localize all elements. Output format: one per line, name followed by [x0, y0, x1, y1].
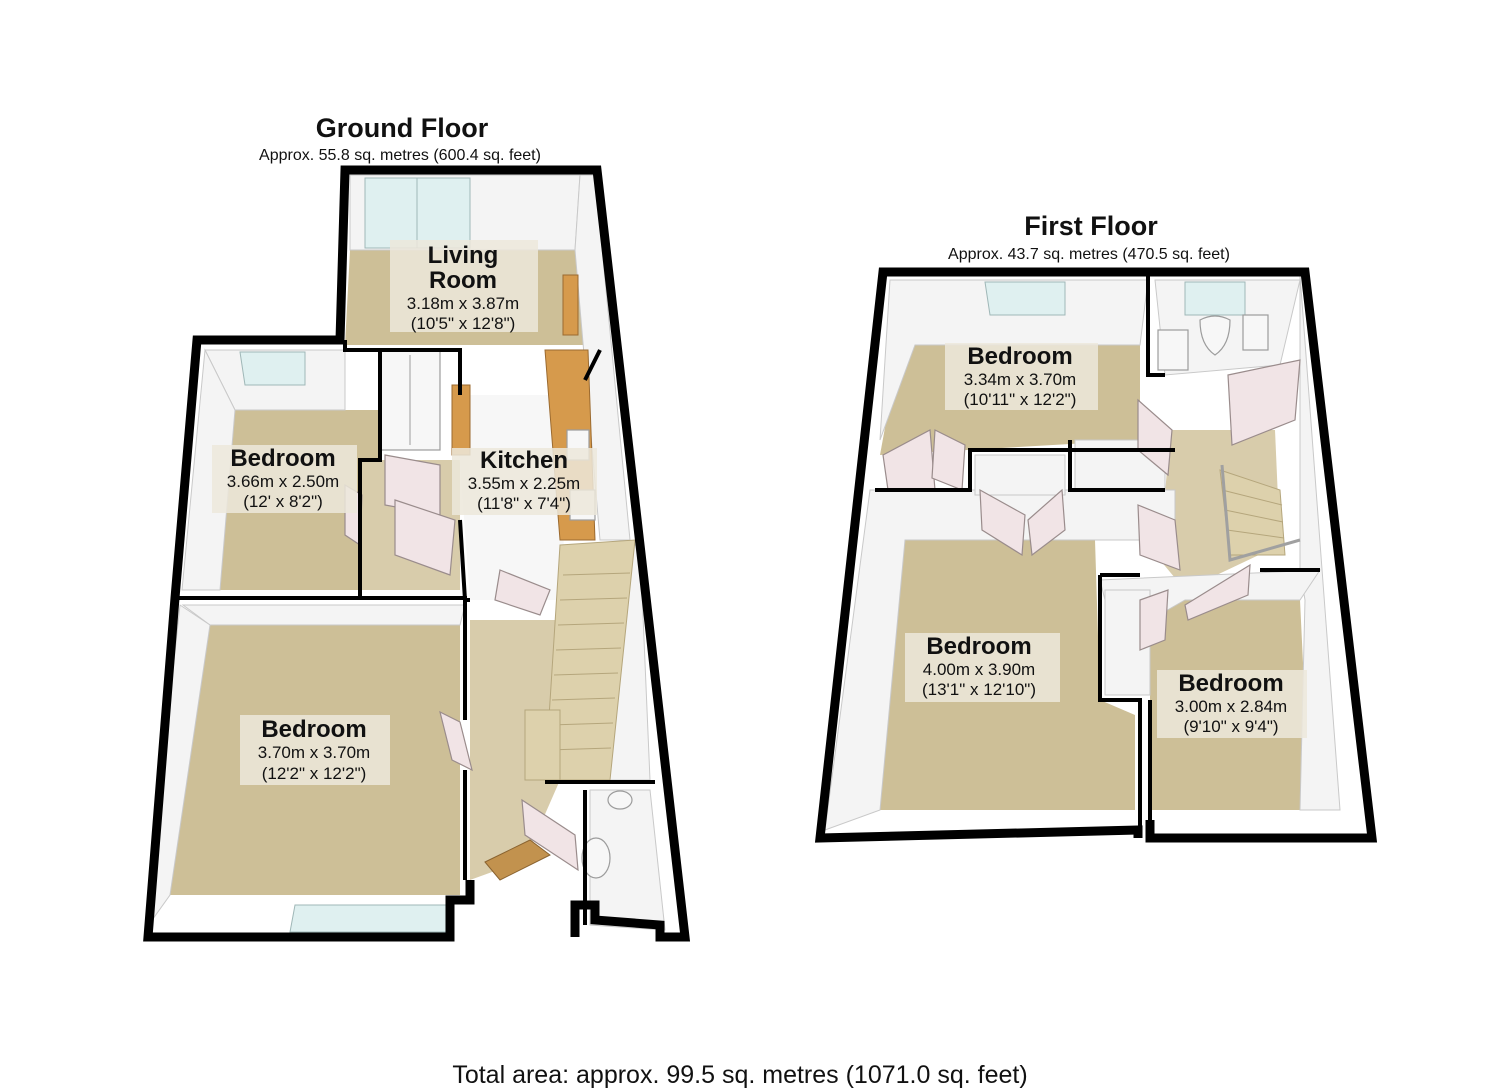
ff-bathroom-window: [1184, 281, 1246, 316]
ff-door-cupboard: [1139, 589, 1169, 651]
ff-bathroom-door: [1227, 359, 1301, 446]
bedroom-large-imperial: (12'2" x 12'2"): [262, 764, 367, 783]
ff-door-top-right: [1137, 398, 1173, 477]
ground-floor-title: Ground Floor: [316, 113, 489, 143]
ff-door-large-2: [1027, 488, 1066, 557]
first-floor-area: Approx. 43.7 sq. metres (470.5 sq. feet): [948, 246, 1230, 263]
ff-bedroom-top-label: Bedroom 3.34m x 3.70m (10'11" x 12'2"): [945, 343, 1098, 410]
ff-bedroom-right-metric: 3.00m x 2.84m: [1175, 697, 1287, 716]
kitchen-metric: 3.55m x 2.25m: [468, 474, 580, 493]
ff-bathroom-bath: [1157, 329, 1189, 371]
ff-cupboard-1: [974, 454, 1066, 496]
ff-bathroom-left-wall: [1146, 275, 1165, 377]
bedroom-large-name: Bedroom: [261, 716, 366, 743]
living-room-name: Living: [428, 242, 499, 269]
kitchen-label: Kitchen 3.55m x 2.25m (11'8" x 7'4"): [452, 447, 597, 515]
ff-bedroom-large-name: Bedroom: [926, 633, 1031, 660]
first-floor-stairs: [1219, 464, 1301, 562]
total-area: Total area: approx. 99.5 sq. metres (107…: [452, 1061, 1027, 1089]
first-floor-outer-wall: [814, 267, 1378, 843]
ff-bedroom-right-label: Bedroom 3.00m x 2.84m (9'10" x 9'4"): [1157, 670, 1307, 738]
ground-floor-outer-wall: [143, 165, 691, 942]
bedroom-small-imperial: (12' x 8'2"): [243, 492, 323, 511]
wc-door: [521, 798, 579, 872]
ff-door-landing: [1137, 504, 1181, 571]
ff-bedroom-large-label: Bedroom 4.00m x 3.90m (13'1" x 12'10"): [905, 633, 1060, 702]
ground-floor-stairs: [524, 539, 636, 781]
wc-wall: [589, 789, 666, 931]
bedroom-large-metric: 3.70m x 3.70m: [258, 743, 370, 762]
kitchen-imperial: (11'8" x 7'4"): [477, 494, 571, 513]
ff-bedroom-right-name: Bedroom: [1178, 670, 1283, 697]
living-room-metric: 3.18m x 3.87m: [407, 294, 519, 313]
bedroom-large-window: [289, 904, 451, 933]
ff-cupboard-wall: [1068, 440, 1165, 492]
kitchen-door: [494, 569, 551, 616]
ff-bedroom-right-imperial: (9'10" x 9'4"): [1183, 717, 1278, 736]
living-room-imperial: (10'5" x 12'8"): [411, 314, 516, 333]
ground-floor-plan: Ground Floor Approx. 55.8 sq. metres (60…: [143, 113, 691, 942]
living-partition: [583, 349, 602, 381]
living-room-label: Living Room 3.18m x 3.87m (10'5" x 12'8"…: [390, 240, 538, 333]
living-room-side-wall: [574, 174, 631, 541]
ff-top-divide-wall: [875, 448, 1175, 492]
ground-floor-area: Approx. 55.8 sq. metres (600.4 sq. feet): [259, 147, 541, 164]
bedroom-small-label: Bedroom 3.66m x 2.50m (12' x 8'2"): [212, 445, 357, 513]
toilet: [581, 837, 611, 879]
first-floor-title: First Floor: [1024, 211, 1158, 241]
door-mat: [484, 839, 551, 881]
living-room-counter: [562, 274, 579, 336]
ff-bathroom-toilet: [1242, 314, 1269, 351]
ff-bedroom-top-imperial: (10'11" x 12'2"): [964, 390, 1077, 409]
bedroom-small-side-wall: [181, 348, 236, 591]
bedroom-large-label: Bedroom 3.70m x 3.70m (12'2" x 12'2"): [240, 715, 390, 785]
ff-door-large-1: [979, 488, 1026, 557]
first-floor-plan: First Floor Approx. 43.7 sq. metres (470…: [814, 211, 1378, 843]
kitchen-counter-left: [451, 384, 471, 456]
hall-door-2: [394, 499, 456, 576]
ff-bathroom-basin: [1199, 315, 1231, 356]
ff-bedroom-large-imperial: (13'1" x 12'10"): [922, 680, 1036, 699]
bedroom-small-right-wall: [358, 350, 382, 598]
ff-bedroom-large-metric: 4.00m x 3.90m: [923, 660, 1035, 679]
ff-bedroom-top-name: Bedroom: [967, 343, 1072, 370]
bedroom-large-back-wall: [181, 604, 466, 626]
bedroom-small-name: Bedroom: [230, 445, 335, 472]
bedroom-large-door: [439, 710, 473, 772]
kitchen-name: Kitchen: [480, 447, 568, 474]
bedroom-small-window: [239, 351, 306, 386]
living-kitchen-wall: [343, 340, 462, 395]
wc-basin: [607, 790, 633, 810]
ff-top-bedroom-window: [984, 281, 1066, 316]
bedroom-small-metric: 3.66m x 2.50m: [227, 472, 339, 491]
ff-door-right-bedroom: [1184, 563, 1251, 621]
hall-kitchen-wall: [458, 519, 470, 602]
ff-bedroom-top-metric: 3.34m x 3.70m: [964, 370, 1076, 389]
living-room-name-2: Room: [429, 267, 497, 294]
ff-large-right-wall: [1098, 575, 1142, 830]
